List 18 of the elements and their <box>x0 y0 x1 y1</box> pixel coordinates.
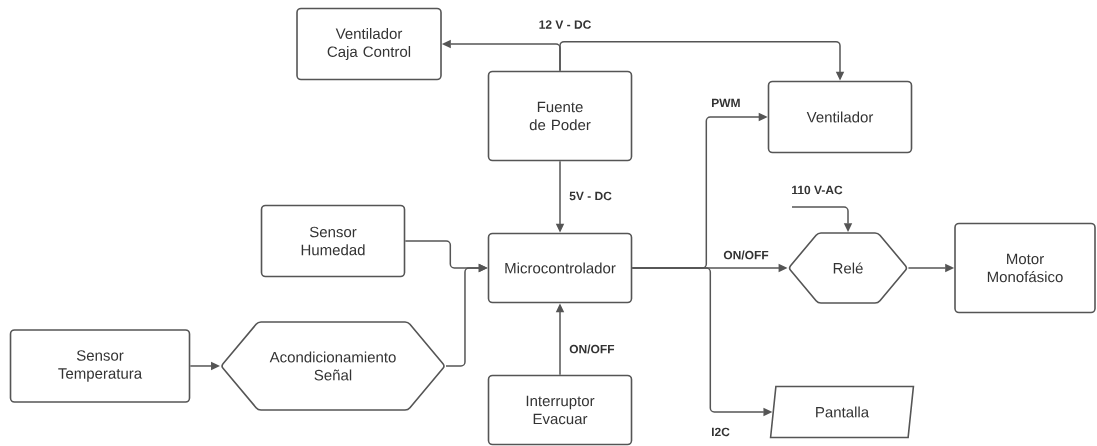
edge-label: I2C <box>710 426 731 438</box>
edge-label: ON/OFF <box>722 249 770 261</box>
edge-label: PWM <box>710 97 742 109</box>
edge-label: 12 V - DC <box>537 19 593 30</box>
process-box: Ventilador <box>767 80 913 154</box>
process-box: Sensor Temperatura <box>9 329 191 403</box>
edge-label: ON/OFF <box>568 343 616 355</box>
parallelogram-node: Pantalla <box>769 385 915 439</box>
process-box: Microcontrolador <box>487 232 633 304</box>
process-box: Ventilador Caja Control <box>296 7 442 81</box>
edge-label: 110 V-AC <box>790 184 844 196</box>
hexagon-node: Relé <box>788 232 908 304</box>
hexagon-node: Acondicionamiento Señal <box>221 321 445 411</box>
edge-label: 5V - DC <box>568 190 613 202</box>
process-box: Motor Monofásico <box>954 222 1096 314</box>
process-box: Sensor Humedad <box>260 204 406 278</box>
process-box: Fuente de Poder <box>487 70 633 162</box>
process-box: Interruptor Evacuar <box>487 374 633 446</box>
